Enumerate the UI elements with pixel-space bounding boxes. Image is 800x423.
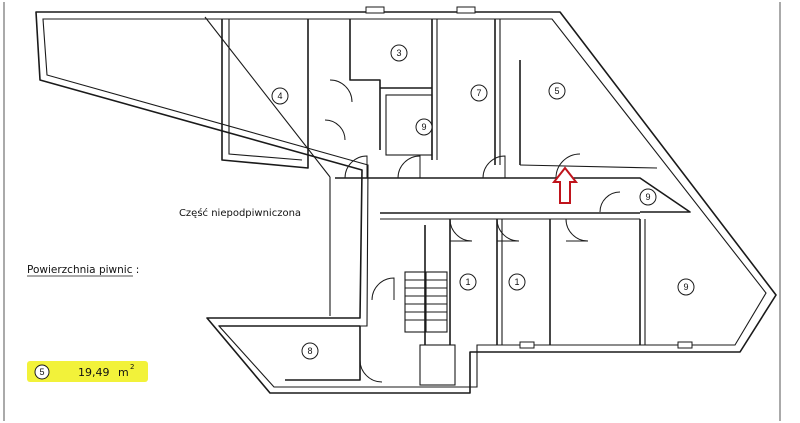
staircase [404,271,456,386]
svg-text:3: 3 [396,48,401,58]
upper-room-walls [221,19,691,213]
svg-text:9: 9 [421,122,426,132]
legend-title: Powierzchnia piwnic : [27,264,139,276]
unexcavated-zone-outline [204,16,331,316]
room-marker: 5 [548,82,566,100]
room-marker: 1 [508,273,526,291]
svg-text:9: 9 [645,192,650,202]
svg-text:4: 4 [277,91,282,101]
lower-room-walls [424,219,646,345]
room-marker: 3 [390,44,408,62]
room-marker: 4 [271,87,289,105]
room-marker: 9 [639,188,657,206]
svg-text:1: 1 [514,277,519,287]
svg-text:7: 7 [476,88,481,98]
legend-area-unit-exponent: 2 [130,363,134,371]
room-marker: 1 [459,273,477,291]
window-marks [365,6,693,349]
svg-text:1: 1 [465,277,470,287]
room-marker: 9 [677,278,695,296]
legend-room-number: 5 [39,367,44,377]
unexcavated-area-label: Część niepodpiwniczona [179,207,301,219]
room-marker: 7 [470,84,488,102]
room-8-walls [219,325,361,381]
room-marker: 9 [415,118,433,136]
room-marker: 8 [301,342,319,360]
svg-text:8: 8 [307,346,312,356]
legend-row: 5 19,49 m 2 [27,361,148,382]
svg-text:5: 5 [554,86,559,96]
legend-highlight [27,361,148,382]
legend-area-value: 19,49 [78,366,110,379]
legend-area-unit: m [118,366,129,379]
svg-text:9: 9 [683,282,688,292]
red-arrow-marker [551,166,579,204]
door-swings [324,79,621,383]
